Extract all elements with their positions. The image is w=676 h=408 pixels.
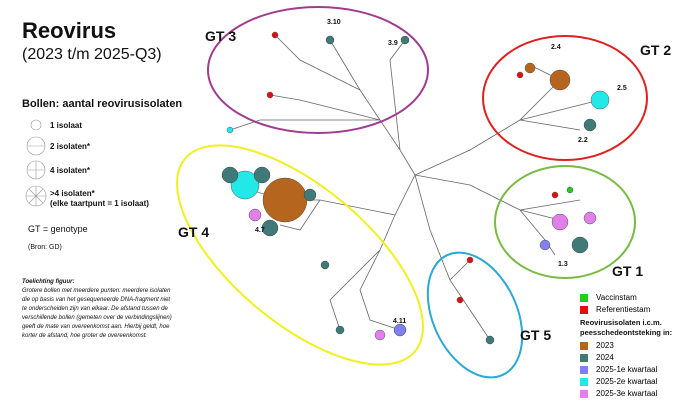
legend-label: 2025-3e kwartaal xyxy=(596,389,658,398)
label-gt1: GT 1 xyxy=(612,263,644,279)
ellipse-gt2 xyxy=(482,35,648,161)
legend-4-isolates: 4 isolaten* xyxy=(50,166,91,175)
explanation-body: Grotere bollen met meerdere punten: meer… xyxy=(22,288,172,339)
2024-swatch xyxy=(580,353,588,362)
subtype-2-4: 2.4 xyxy=(551,44,561,51)
subtype-4-11: 4.11 xyxy=(393,318,407,325)
explanation-heading: Toelichting figuur: xyxy=(22,279,75,285)
legend-label: Referentiestam xyxy=(596,305,651,314)
genotype-definition: GT = genotype xyxy=(28,224,88,234)
bubble-legend-heading: Bollen: aantal reovirusisolaten xyxy=(22,98,183,110)
page-subtitle: (2023 t/m 2025-Q3) xyxy=(22,46,162,63)
page-title: Reovirus xyxy=(22,18,117,43)
isolate-bubbles xyxy=(221,31,610,345)
ellipse-gt4 xyxy=(176,144,424,366)
source-note: (Bron: GD) xyxy=(28,244,62,251)
legend-vaccine-strain: Vaccinstam xyxy=(580,293,637,302)
subtype-2-2: 2.2 xyxy=(578,137,588,144)
subtype-3-9: 3.9 xyxy=(388,40,398,47)
label-gt5: GT 5 xyxy=(520,327,552,343)
legend-label: 2023 xyxy=(596,341,614,350)
legend-1-isolate: 1 isolaat xyxy=(50,121,83,130)
legend-2025-q3: 2025-3e kwartaal xyxy=(580,389,657,398)
legend-2025-q1: 2025-1e kwartaal xyxy=(580,365,657,374)
legend-2025-q2: 2025-2e kwartaal xyxy=(580,377,657,386)
genotype-ellipses xyxy=(176,6,648,379)
2023-swatch xyxy=(580,341,588,350)
subtype-3-10: 3.10 xyxy=(327,19,341,26)
bubble-legend-symbols xyxy=(25,119,47,207)
label-gt2: GT 2 xyxy=(640,42,672,58)
figure-explanation: Toelichting figuur: Grotere bollen met me… xyxy=(22,278,172,341)
label-gt3: GT 3 xyxy=(205,28,237,44)
reference-swatch xyxy=(580,305,588,314)
legend-heading: Reovirusisolaten i.c.m. peesschedeontste… xyxy=(580,318,673,337)
legend-label: 2025-2e kwartaal xyxy=(596,377,658,386)
label-gt4: GT 4 xyxy=(178,224,210,240)
vaccine-swatch xyxy=(580,293,588,302)
legend-label: 2025-1e kwartaal xyxy=(596,365,658,374)
q1-swatch xyxy=(580,365,588,374)
ellipse-gt5 xyxy=(426,251,524,379)
legend-pie-note: (elke taartpunt = 1 isolaat) xyxy=(50,199,149,208)
ellipse-gt3 xyxy=(207,6,429,134)
q3-swatch xyxy=(580,389,588,398)
legend-2023: 2023 xyxy=(580,341,614,350)
legend-2024: 2024 xyxy=(580,353,614,362)
legend-label: Vaccinstam xyxy=(596,293,637,302)
legend-2-isolates: 2 isolaten* xyxy=(50,142,91,151)
subtype-1-3: 1.3 xyxy=(558,261,568,268)
subtype-2-5: 2.5 xyxy=(617,85,627,92)
q2-swatch xyxy=(580,377,588,386)
legend-reference-strain: Referentiestam xyxy=(580,305,650,314)
subtype-4-7: 4.7 xyxy=(255,227,265,234)
ellipse-gt1 xyxy=(494,165,636,279)
legend-label: 2024 xyxy=(596,353,614,362)
legend-many-isolates: >4 isolaten* xyxy=(50,189,95,198)
